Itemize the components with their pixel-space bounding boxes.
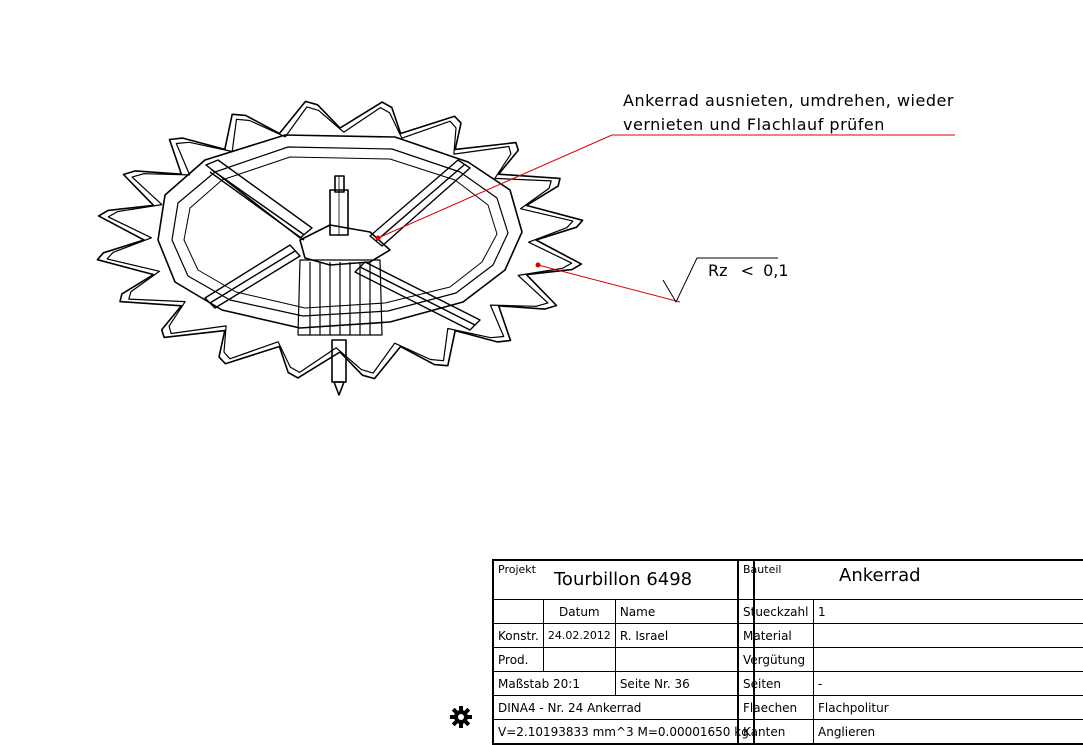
arbor-lower xyxy=(332,340,346,382)
bauteil-value: Ankerrad xyxy=(839,565,921,586)
bauteil-label: Bauteil xyxy=(743,563,781,576)
verguetung-value xyxy=(814,648,1083,672)
massstab: Maßstab 20:1 xyxy=(493,672,615,696)
material-value xyxy=(814,624,1083,648)
gear-logo-icon xyxy=(449,705,473,734)
seiten-value: - xyxy=(814,672,1083,696)
projekt-value: Tourbillon 6498 xyxy=(554,569,692,590)
leader-point xyxy=(376,236,381,241)
volume-mass: V=2.10193833 mm^3 M=0.00001650 kg xyxy=(493,720,754,745)
annotation-line-1: Ankerrad ausnieten, umdrehen, wieder xyxy=(623,90,954,112)
prod-label: Prod. xyxy=(493,648,543,672)
title-block: Projekt Tourbillon 6498 Datum Name Konst… xyxy=(492,559,1083,739)
spokes xyxy=(205,160,480,330)
stueckzahl-value: 1 xyxy=(814,600,1083,624)
stueckzahl-label: Stueckzahl xyxy=(738,600,814,624)
kanten-label: Kanten xyxy=(738,720,814,745)
konstr-date: 24.02.2012 xyxy=(543,624,615,648)
konstr-label: Konstr. xyxy=(493,624,543,648)
flaechen-value: Flachpolitur xyxy=(814,696,1083,720)
leader-point-surface xyxy=(536,263,541,268)
rz-op: < xyxy=(741,261,754,280)
bauteil-cell: Bauteil Ankerrad xyxy=(738,560,1083,600)
surface-roughness-label: Rz < 0,1 xyxy=(708,261,789,280)
konstr-name: R. Israel xyxy=(615,624,754,648)
title-block-right: Bauteil Ankerrad Stueckzahl 1 Material V… xyxy=(737,559,1083,745)
title-block-left: Projekt Tourbillon 6498 Datum Name Konst… xyxy=(492,559,755,745)
wheel-teeth-outline xyxy=(97,101,582,378)
seiten-label: Seiten xyxy=(738,672,814,696)
seite: Seite Nr. 36 xyxy=(615,672,754,696)
annotation-line-2: vernieten und Flachlauf prüfen xyxy=(623,114,885,136)
rz-label: Rz xyxy=(708,261,728,280)
rz-value: 0,1 xyxy=(763,261,788,280)
flaechen-label: Flaechen xyxy=(738,696,814,720)
projekt-label: Projekt xyxy=(498,563,536,576)
kanten-value: Anglieren xyxy=(814,720,1083,745)
projekt-cell: Projekt Tourbillon 6498 xyxy=(493,560,754,600)
verguetung-label: Vergütung xyxy=(738,648,814,672)
dina-format: DINA4 - Nr. 24 Ankerrad xyxy=(493,696,754,720)
material-label: Material xyxy=(738,624,814,648)
datum-header: Datum xyxy=(543,600,615,624)
name-header: Name xyxy=(615,600,754,624)
escape-wheel-drawing xyxy=(97,101,582,395)
